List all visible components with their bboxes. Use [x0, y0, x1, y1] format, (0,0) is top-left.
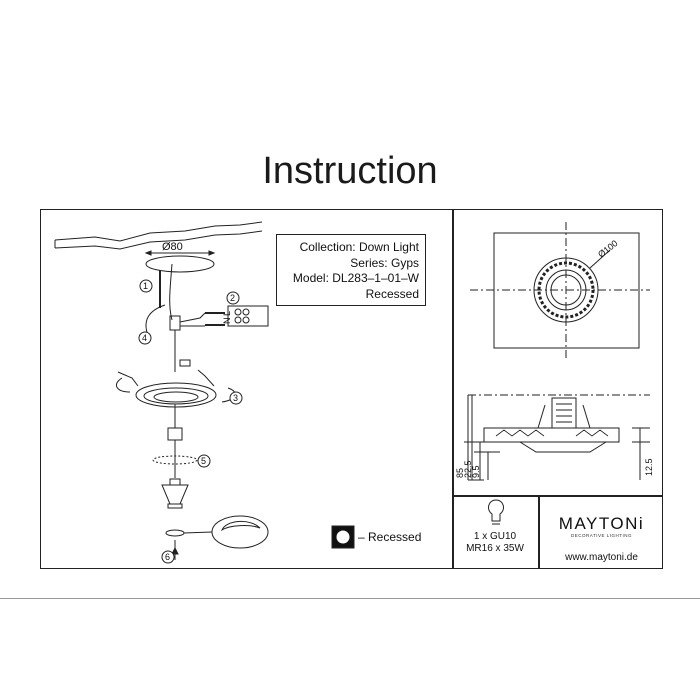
dim-9-5-label: 9.5	[471, 465, 481, 478]
series-text: Series: Gyps	[350, 255, 419, 270]
page-bottom-rule	[0, 598, 700, 599]
lamp-count: 1 x GU10	[473, 531, 517, 542]
product-info-box: Collection: Down Light Series: Gyps Mode…	[276, 234, 426, 306]
step-1-label: 1	[143, 281, 148, 291]
terminal-l-label: L	[222, 311, 232, 316]
step-6-label: 6	[165, 552, 170, 562]
divider-horizontal	[452, 495, 663, 497]
page-title: Instruction	[262, 150, 438, 192]
lamp-socket	[167, 427, 183, 441]
brand-logo: MAYTONi	[558, 514, 645, 533]
mount-text: Recessed	[365, 286, 419, 301]
brand-url: www.maytoni.de	[565, 552, 638, 563]
outer-diameter-label: Ø100	[596, 238, 620, 259]
fixture-ring	[135, 382, 217, 408]
gu10-bulb	[161, 484, 189, 505]
collection-text: Collection: Down Light	[299, 240, 419, 254]
model-text: Model: DL283–1–01–W	[292, 271, 419, 285]
dim-85-label: 85	[455, 468, 465, 478]
divider-footer	[538, 495, 540, 569]
dim-22-5-label: 22.5	[463, 460, 473, 478]
step-3-label: 3	[233, 393, 238, 403]
instruction-frame	[40, 209, 663, 569]
brand-tagline: DECORATIVE LIGHTING	[571, 533, 632, 538]
step-2-label: 2	[230, 293, 235, 303]
legend-recessed-label: – Recessed	[358, 530, 422, 544]
top-view-ring	[533, 257, 599, 323]
terminal-block	[227, 305, 269, 327]
bulb-icon	[488, 499, 504, 522]
step-5-label: 5	[201, 456, 206, 466]
ceiling-board	[54, 221, 263, 242]
divider-vertical	[452, 209, 454, 569]
terminal-n-label: N	[222, 318, 232, 325]
cutout-ellipse	[145, 255, 215, 273]
dim-12-5-label: 12.5	[644, 458, 654, 476]
hole-diameter-label: Ø80	[162, 241, 183, 253]
retaining-ring-zoom	[211, 515, 269, 549]
step-4-label: 4	[142, 333, 147, 343]
lamp-spec: MR16 x 35W	[466, 543, 524, 554]
